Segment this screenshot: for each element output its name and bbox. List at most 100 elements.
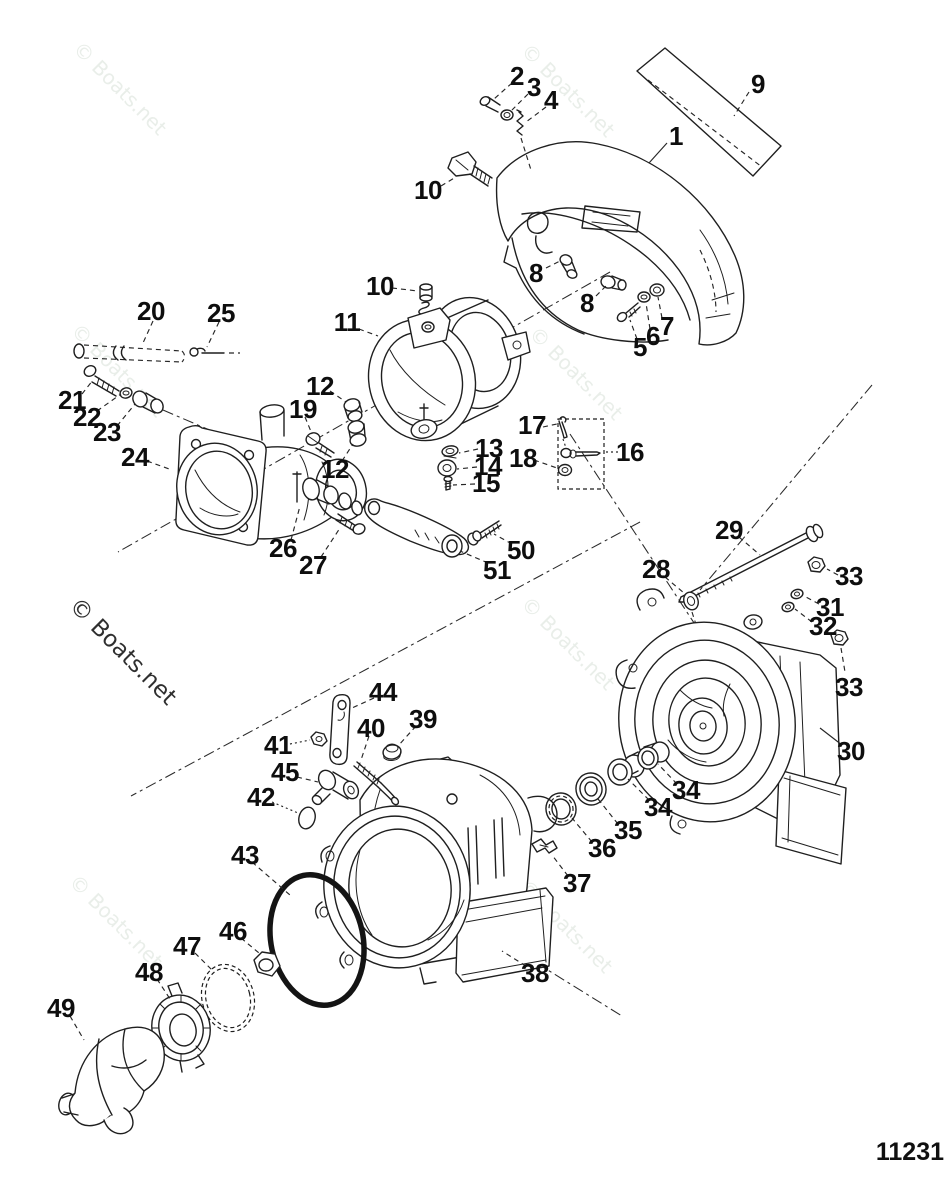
callout-19: 19 — [289, 394, 317, 424]
part-10-bolt-upper — [447, 151, 493, 187]
part-42-oring — [298, 806, 316, 830]
part-34-bushing — [637, 741, 670, 770]
callout-14: 14 — [474, 451, 503, 481]
part-9-strip — [636, 47, 782, 177]
callout-50: 50 — [507, 535, 535, 565]
watermark-5: © Boats.net — [516, 592, 619, 695]
watermark-4: © Boats.net — [64, 593, 182, 711]
callout-21: 21 — [58, 385, 86, 415]
callout-13: 13 — [475, 433, 503, 463]
callout-41: 41 — [264, 730, 292, 760]
callout-25: 25 — [207, 298, 235, 328]
callout-23: 23 — [93, 417, 121, 447]
callout-32: 32 — [809, 611, 837, 641]
callout-47: 47 — [173, 931, 201, 961]
callout-1: 1 — [669, 121, 683, 151]
part-4-spring-pin — [516, 109, 524, 136]
part-46-nut — [253, 951, 281, 977]
part-38-impeller-housing — [315, 756, 558, 985]
callout-34: 34 — [672, 775, 701, 805]
callout-38: 38 — [521, 958, 549, 988]
part-16-pin-kit-box — [557, 416, 605, 490]
callout-37: 37 — [563, 868, 591, 898]
callout-26: 26 — [269, 533, 297, 563]
part-34-spacer — [607, 751, 645, 786]
part-6-washer — [637, 291, 651, 303]
diagram-artwork — [58, 47, 873, 1135]
part-21-bolt — [83, 365, 120, 397]
callout-3: 3 — [527, 72, 541, 102]
callout-42: 42 — [247, 782, 275, 812]
callout-20: 20 — [137, 296, 165, 326]
callout-15: 15 — [472, 468, 500, 498]
part-37-clip — [531, 838, 558, 854]
part-12-bushing-lower — [347, 420, 367, 447]
part-51-link-arm — [364, 498, 470, 558]
callout-29: 29 — [715, 515, 743, 545]
callout-8: 8 — [580, 288, 594, 318]
callout-8: 8 — [529, 258, 543, 288]
callout-43: 43 — [231, 840, 259, 870]
callout-33: 33 — [835, 561, 863, 591]
part-24-nozzle-housing — [175, 404, 368, 546]
part-13-washer — [441, 445, 459, 459]
callout-6: 6 — [646, 321, 660, 351]
callout-51: 51 — [483, 555, 511, 585]
part-45-fitting — [311, 769, 360, 806]
callout-5: 5 — [633, 332, 647, 362]
part-14-nut — [437, 459, 457, 477]
callout-34: 34 — [644, 792, 673, 822]
watermark-0: © Boats.net — [68, 37, 171, 140]
callout-12: 12 — [321, 454, 349, 484]
part-41-nut — [310, 731, 328, 747]
part-36-seal — [545, 792, 577, 826]
part-19-bolt — [305, 432, 335, 458]
part-35-bearing — [575, 772, 607, 806]
part-12-bushing-upper — [343, 398, 363, 422]
callout-27: 27 — [299, 550, 327, 580]
part-1-curved-housing — [495, 141, 760, 346]
callout-40: 40 — [357, 713, 385, 743]
callout-18: 18 — [509, 443, 537, 473]
diagram-number: 11231 — [876, 1138, 944, 1166]
callout-16: 16 — [616, 437, 644, 467]
part-23-spacer — [132, 390, 164, 414]
callout-45: 45 — [271, 757, 299, 787]
part-15-screw — [443, 475, 453, 491]
part-5-screw — [616, 302, 641, 323]
part-47-oring — [200, 963, 256, 1033]
part-40-stud — [353, 761, 400, 806]
part-50-bolt — [467, 520, 502, 546]
callout-36: 36 — [588, 833, 616, 863]
callout-9: 9 — [751, 69, 765, 99]
callout-22: 22 — [73, 402, 101, 432]
callout-33: 33 — [835, 672, 863, 702]
part-8-plug-b — [600, 275, 627, 291]
part-31-lock-washer — [790, 588, 804, 600]
callout-39: 39 — [409, 704, 437, 734]
part-49-impeller — [58, 1026, 165, 1135]
callout-49: 49 — [47, 993, 75, 1023]
callout-17: 17 — [518, 410, 546, 440]
part-43-oring — [267, 871, 367, 1009]
part-2-screw — [479, 96, 501, 113]
part-32-washer — [781, 601, 795, 613]
callout-2: 2 — [510, 61, 524, 91]
part-22-washer — [119, 387, 133, 399]
part-20-rod — [73, 343, 186, 363]
part-25-pin — [189, 347, 240, 357]
part-33-nut-upper — [807, 556, 826, 573]
part-30-pump-housing — [615, 588, 847, 865]
part-7-nut — [649, 283, 665, 297]
callout-35: 35 — [614, 815, 642, 845]
callout-10: 10 — [414, 175, 442, 205]
part-44-bracket — [329, 693, 351, 766]
callout-48: 48 — [135, 957, 163, 987]
callout-11: 11 — [334, 307, 361, 337]
part-3-nut — [500, 109, 514, 121]
part-48-hub — [151, 982, 211, 1073]
callout-7: 7 — [660, 311, 674, 341]
